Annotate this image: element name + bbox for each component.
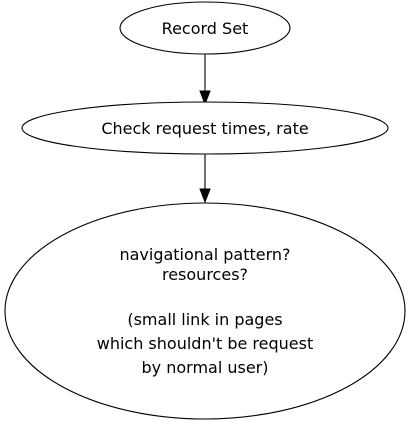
- node-navigational-line-4: (small link in pages: [127, 310, 282, 329]
- node-record-set: Record Set: [119, 1, 291, 55]
- node-navigational-line-6: by normal user): [142, 358, 269, 377]
- node-navigational-line-2: resources?: [162, 265, 248, 284]
- node-check-request-times: Check request times, rate: [21, 101, 389, 155]
- node-record-set-label: Record Set: [162, 19, 249, 38]
- node-navigational-pattern: navigational pattern? resources? (small …: [4, 202, 406, 420]
- node-navigational-line-5: which shouldn't be request: [97, 334, 314, 353]
- node-check-request-times-label: Check request times, rate: [101, 119, 308, 138]
- edge-record-set-to-check-times: [199, 54, 211, 106]
- node-navigational-line-1: navigational pattern?: [119, 245, 290, 264]
- edge-check-times-to-navigational: [199, 154, 211, 204]
